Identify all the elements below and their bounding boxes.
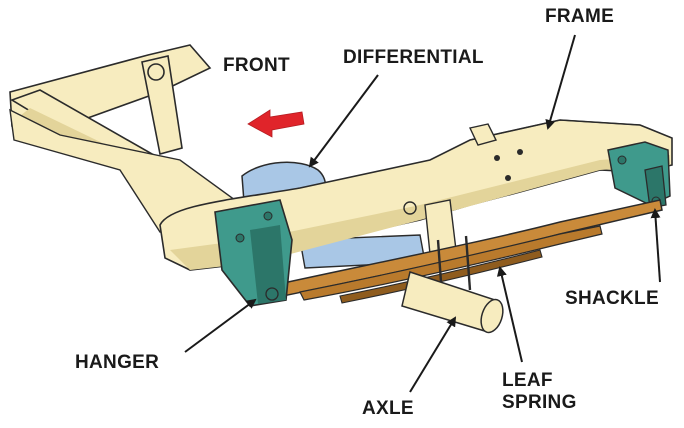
- hanger-bolt-2: [264, 212, 272, 220]
- axle-mount: [425, 200, 456, 254]
- hanger-eye: [266, 288, 278, 300]
- hanger-bracket: [215, 200, 292, 306]
- red-left-arrow-icon: [248, 110, 304, 137]
- label-leaf-spring: LEAF SPRING: [502, 370, 577, 414]
- label-frame: FRAME: [545, 6, 614, 28]
- differential-leader: [310, 75, 378, 166]
- label-shackle: SHACKLE: [565, 288, 659, 310]
- axle-leader: [410, 318, 455, 392]
- label-differential: DIFFERENTIAL: [343, 47, 484, 69]
- hanger-bolt-1: [236, 234, 244, 242]
- post-pivot: [148, 64, 164, 80]
- axle-tube: [402, 272, 507, 335]
- label-front: FRONT: [223, 55, 290, 77]
- leaf-spring-leader: [500, 268, 522, 362]
- label-leaf-spring-line1: LEAF: [502, 370, 577, 392]
- frame-hole-2: [517, 149, 523, 155]
- shackle-bolt-top: [618, 156, 626, 164]
- frame-hole-1: [494, 155, 500, 161]
- label-hanger: HANGER: [75, 352, 159, 374]
- label-axle: AXLE: [362, 398, 414, 420]
- frame-leader: [548, 35, 575, 128]
- label-leaf-spring-line2: SPRING: [502, 392, 577, 414]
- shackle-leader: [655, 210, 660, 282]
- shackle-bracket: [608, 142, 670, 208]
- hanger-leader: [185, 300, 255, 352]
- frame-hole-3: [505, 175, 511, 181]
